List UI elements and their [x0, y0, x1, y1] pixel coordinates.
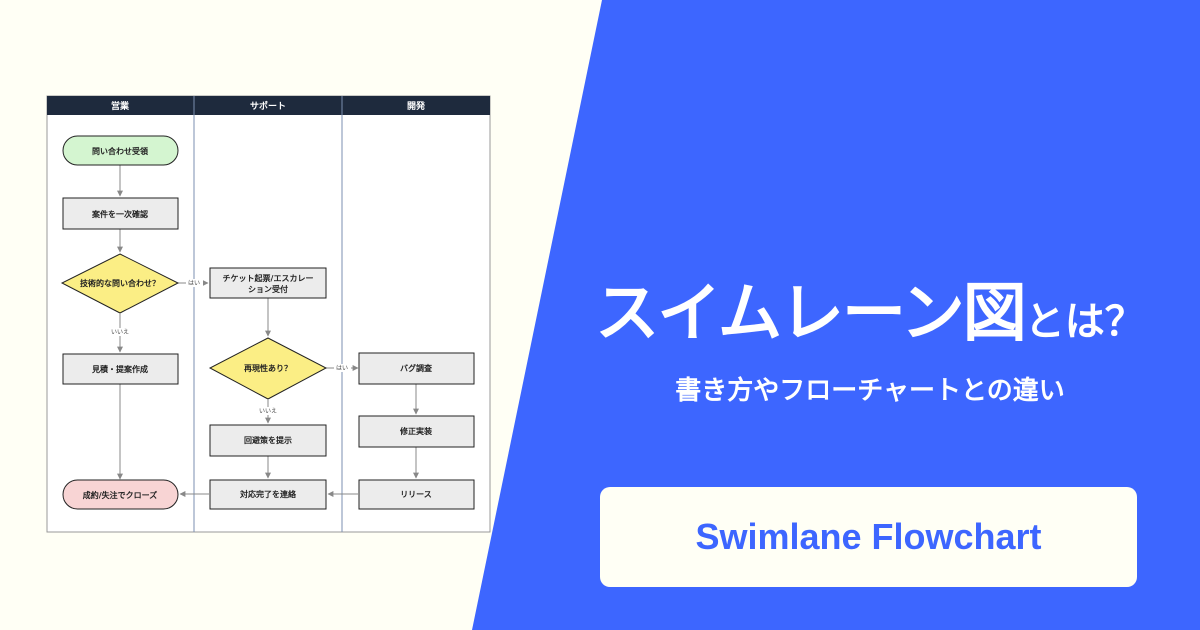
start-node: [62, 135, 179, 166]
decision-node: [60, 253, 180, 314]
process-node-label: 修正実装: [399, 426, 432, 436]
process-node: [358, 352, 475, 385]
edge-label-bg: [109, 328, 131, 336]
decision-node-label: 技術的な問い合わせ？: [80, 278, 160, 288]
process-node-label: リリース: [400, 490, 432, 499]
lane-header-development: 開発: [407, 100, 426, 112]
process-node-label: 見積・提案作成: [91, 364, 148, 374]
decision-node: [208, 337, 328, 400]
main-title-text: スイムレーン図: [595, 277, 1027, 351]
process-node-label: 案件を一次確認: [91, 209, 148, 219]
process-node-label: 回避策を提示: [244, 435, 292, 445]
english-title-badge: Swimlane Flowchart: [600, 487, 1137, 587]
main-title-suffix: とは？: [1024, 299, 1145, 345]
process-node: [209, 479, 327, 510]
process-node-label: ション受付: [248, 284, 288, 294]
edge-label-yes: はい: [188, 280, 200, 287]
lane-header-support: サポート: [250, 100, 286, 112]
edge-label-bg: [186, 279, 203, 287]
end-node: [62, 479, 179, 510]
process-node-label: チケット起票/エスカレー: [223, 273, 314, 283]
process-node: [358, 479, 475, 510]
process-node-label: 対応完了を連絡: [239, 489, 297, 499]
end-node-label: 成約/失注でクローズ: [83, 490, 158, 500]
edge-label-no: いいえ: [111, 329, 129, 336]
edge-label-yes: はい: [336, 365, 348, 372]
process-node: [358, 415, 475, 448]
subtitle: 書き方やフローチャートとの違い: [675, 376, 1065, 406]
start-node-label: 問い合わせ受領: [92, 146, 149, 156]
edge-label-no: いいえ: [259, 408, 277, 415]
process-node: [62, 197, 179, 230]
process-node-label: バグ調査: [400, 363, 433, 373]
edge-label-bg: [334, 364, 351, 372]
edge-label-bg: [257, 407, 279, 415]
process-node: [209, 267, 327, 299]
lane-header-bar: [47, 96, 490, 115]
main-title: スイムレーン図とは？: [540, 262, 1200, 354]
decision-node-label: 再現性あり？: [244, 363, 292, 373]
english-title-text: Swimlane Flowchart: [695, 516, 1042, 557]
lane-header-sales: 営業: [111, 100, 130, 112]
process-node: [62, 353, 179, 385]
process-node: [209, 424, 327, 457]
